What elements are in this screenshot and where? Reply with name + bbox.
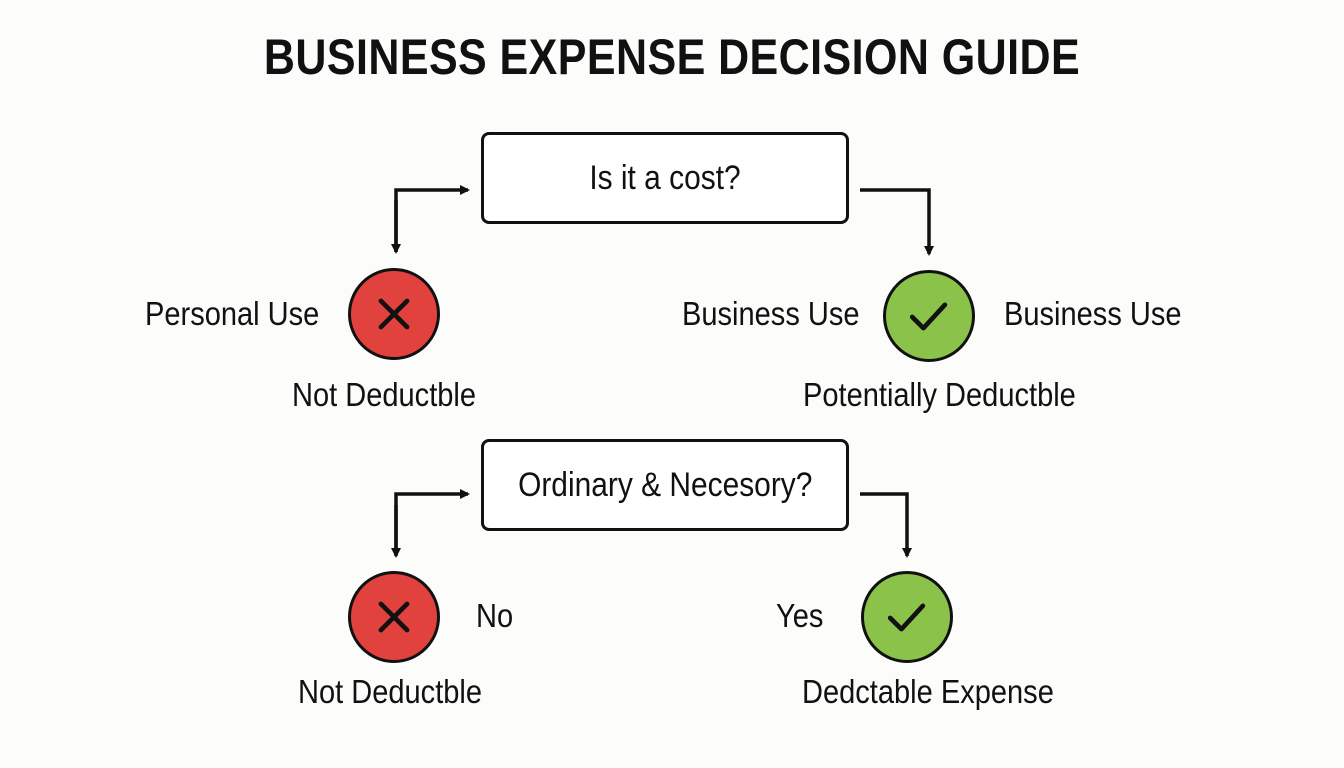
arrow-q2-left xyxy=(394,489,470,555)
question-1-text: Is it a cost? xyxy=(589,158,741,197)
x-icon xyxy=(348,571,440,663)
q2-left-result: Not Deductble xyxy=(298,673,483,710)
page-title: BUSINESS EXPENSE DECISION GUIDE xyxy=(263,29,1081,85)
q2-right-result: Dedctable Expense xyxy=(802,673,1054,710)
q1-left-side-label: Personal Use xyxy=(145,295,320,332)
arrow-q1-left xyxy=(394,185,470,252)
arrow-q1-right xyxy=(860,188,934,256)
arrow-q2-right xyxy=(860,492,912,558)
question-box-2: Ordinary & Necesory? xyxy=(481,439,849,531)
q1-right-side-label-left: Business Use xyxy=(682,295,860,332)
q2-left-side-label: No xyxy=(476,597,514,634)
q1-right-side-label-right: Business Use xyxy=(1004,295,1182,332)
check-icon xyxy=(861,571,953,663)
q1-right-result: Potentially Deductble xyxy=(803,376,1076,413)
question-2-text: Ordinary & Necesory? xyxy=(517,465,813,504)
q1-left-result: Not Deductble xyxy=(292,376,477,413)
x-icon xyxy=(348,268,440,360)
question-box-1: Is it a cost? xyxy=(481,132,849,224)
check-icon xyxy=(883,270,975,362)
q2-right-side-label: Yes xyxy=(776,597,824,634)
